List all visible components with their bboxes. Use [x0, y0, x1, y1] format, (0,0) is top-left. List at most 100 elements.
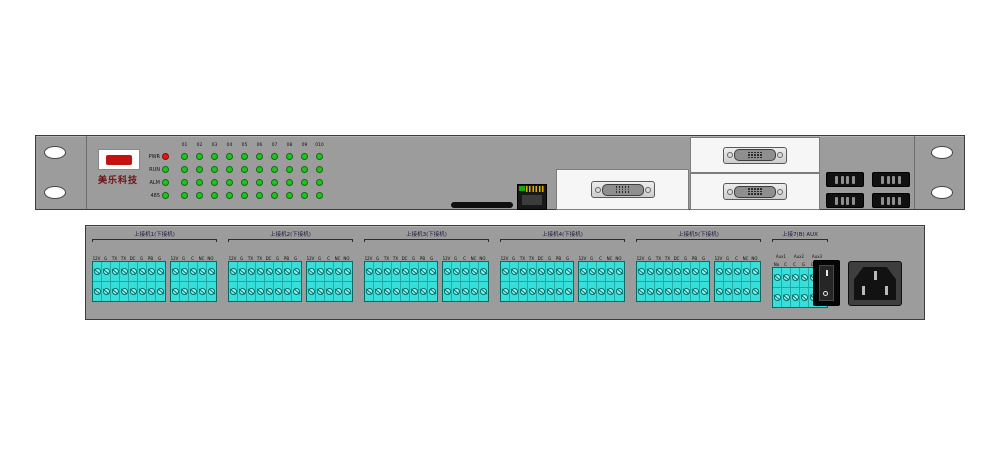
db15-pin	[624, 188, 627, 191]
terminal-body	[442, 261, 489, 302]
led-matrix-cells	[177, 192, 327, 199]
terminal-cell	[588, 282, 597, 301]
terminal-label: 12V	[442, 256, 451, 261]
db15-pin	[757, 151, 759, 154]
led-cell	[237, 192, 252, 199]
terminal-cell	[655, 262, 664, 281]
terminal-label: G	[429, 256, 434, 261]
screw-terminal	[637, 288, 645, 295]
matrix-led	[211, 179, 218, 186]
screw-terminal	[742, 288, 750, 295]
terminal-cell	[171, 282, 180, 301]
matrix-led	[286, 192, 293, 199]
db15-pin-row	[735, 190, 775, 193]
terminal-label: PB	[419, 256, 426, 261]
screw-terminal	[365, 268, 373, 275]
status-led	[162, 179, 169, 186]
screw-terminal	[715, 288, 723, 295]
screw-terminal	[334, 288, 342, 295]
terminal-cell	[283, 262, 292, 281]
screw-terminal	[401, 288, 409, 295]
terminal-cell	[742, 262, 751, 281]
terminal-cell	[419, 282, 428, 301]
screw-terminal	[800, 294, 808, 301]
screw-terminal	[208, 268, 215, 275]
power-pin-earth	[873, 271, 877, 280]
terminal-cell	[546, 262, 555, 281]
matrix-led	[196, 166, 203, 173]
screw-terminal	[410, 288, 418, 295]
matrix-led	[256, 179, 263, 186]
terminal-cell	[782, 268, 791, 287]
terminal-cell	[265, 282, 274, 301]
terminal-cell	[655, 282, 664, 301]
terminal-cell	[673, 262, 682, 281]
screw-terminal	[229, 268, 237, 275]
led-cell	[222, 179, 237, 186]
screw-terminal	[733, 268, 741, 275]
matrix-led	[226, 179, 233, 186]
screw-terminal	[537, 288, 545, 295]
terminal-cell	[546, 282, 555, 301]
screw-terminal	[588, 288, 596, 295]
terminal-cell	[238, 262, 247, 281]
screw-hole	[727, 188, 733, 195]
terminal-body	[714, 261, 761, 302]
screw-terminal	[752, 288, 759, 295]
terminal-cell	[189, 262, 198, 281]
screw-terminal	[157, 268, 164, 275]
screw-terminal	[443, 288, 451, 295]
screw-terminal	[316, 288, 324, 295]
terminal-body	[170, 261, 217, 302]
terminal-cell	[247, 262, 256, 281]
terminal-row	[307, 262, 352, 282]
screw-terminal	[701, 288, 708, 295]
led-cell	[237, 179, 252, 186]
matrix-led	[181, 179, 188, 186]
matrix-led	[271, 166, 278, 173]
terminal-label: DC	[129, 256, 136, 261]
aux-pin-slot	[851, 175, 855, 184]
ear-divider	[914, 136, 915, 209]
terminal-cell	[316, 282, 325, 301]
screw-terminal	[461, 288, 469, 295]
terminal-label: G	[565, 256, 570, 261]
db15-pin	[754, 154, 756, 156]
screw-terminal	[307, 268, 315, 275]
matrix-led	[181, 192, 188, 199]
terminal-label: C	[793, 262, 796, 267]
terminal-cell	[283, 282, 292, 301]
terminal-label: G	[157, 256, 162, 261]
terminal-row	[501, 262, 573, 282]
db15-pin	[748, 156, 750, 159]
terminal-cell	[555, 262, 564, 281]
db15-pin	[615, 186, 618, 188]
aux-port	[826, 193, 864, 208]
terminal-row	[307, 282, 352, 301]
led-row-label: 485	[150, 192, 160, 199]
screw-terminal	[510, 288, 518, 295]
screw-terminal	[374, 288, 382, 295]
aux-pin-slot	[835, 175, 839, 184]
screw-terminal	[374, 268, 382, 275]
led-cell	[222, 153, 237, 160]
led-cell	[282, 166, 297, 173]
led-cell	[237, 166, 252, 173]
db15-connector	[590, 181, 655, 198]
module-plate	[556, 169, 689, 210]
db15-pin	[757, 154, 759, 156]
db15-pin-row	[603, 186, 643, 188]
terminal-label: TX	[120, 256, 127, 261]
terminal-cell	[189, 282, 198, 301]
matrix-led	[316, 166, 323, 173]
terminal-cell	[588, 262, 597, 281]
